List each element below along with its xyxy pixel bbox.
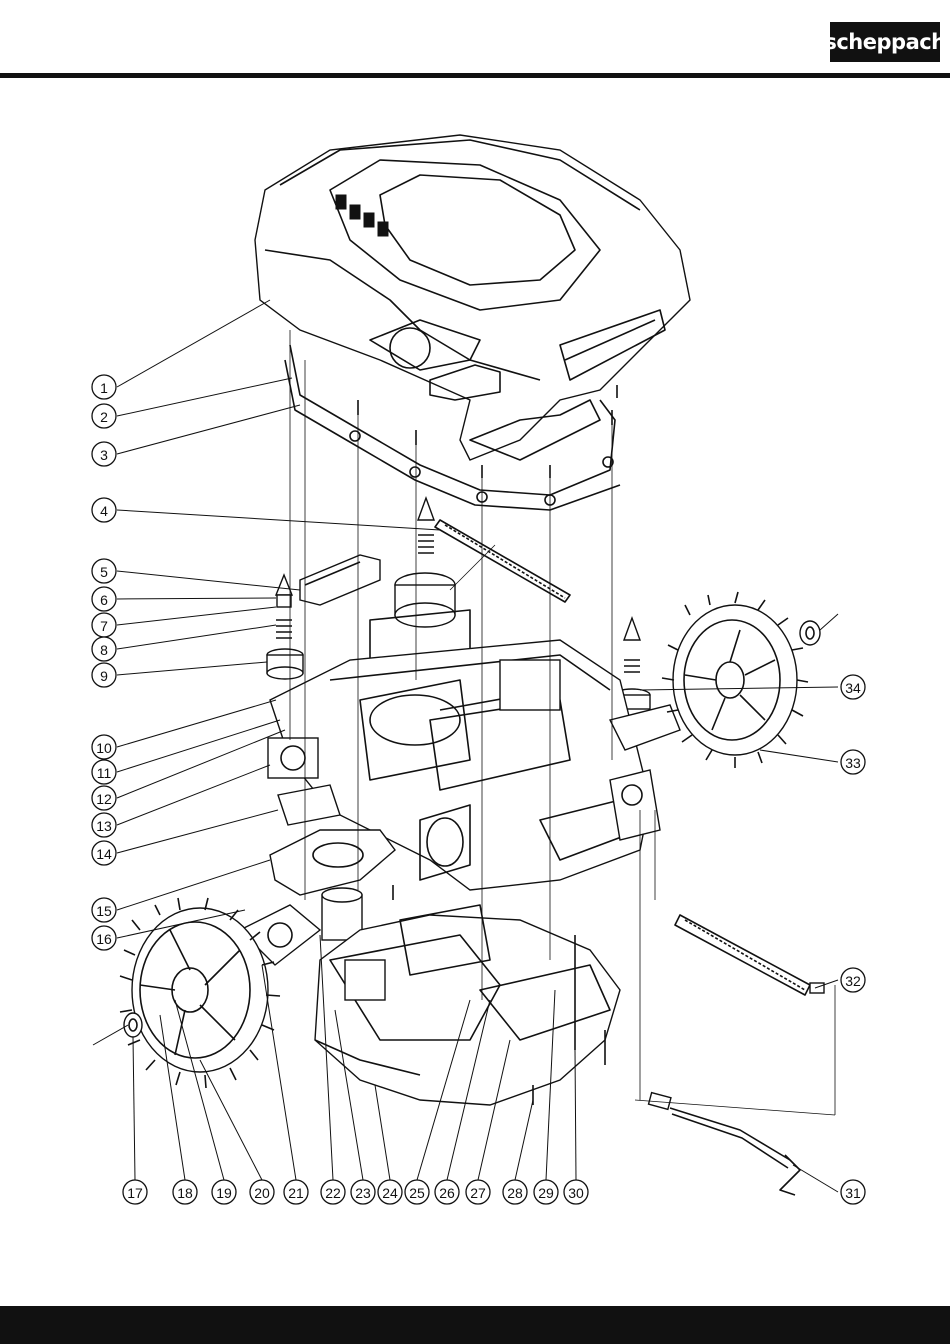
callout-number: 7 (100, 618, 108, 634)
right-contact-strip (675, 915, 824, 995)
callout-5: 5 (92, 559, 116, 583)
callout-number: 32 (845, 973, 861, 989)
callout-27: 27 (466, 1180, 490, 1204)
callout-14: 14 (92, 841, 116, 865)
motor-bracket-plate (270, 830, 395, 895)
callout-9: 9 (92, 663, 116, 687)
callout-24: 24 (378, 1180, 402, 1204)
callout-number: 25 (409, 1185, 425, 1201)
callout-18: 18 (173, 1180, 197, 1204)
callout-number: 5 (100, 564, 108, 580)
callout-12: 12 (92, 786, 116, 810)
callout-34: 34 (841, 675, 865, 699)
callout-number: 11 (97, 765, 112, 781)
charging-cable (649, 1093, 800, 1195)
callout-7: 7 (92, 613, 116, 637)
callout-1: 1 (92, 375, 116, 399)
callout-6: 6 (92, 587, 116, 611)
callout-13: 13 (92, 813, 116, 837)
callout-number: 6 (100, 592, 108, 608)
callout-28: 28 (503, 1180, 527, 1204)
callout-26: 26 (435, 1180, 459, 1204)
callout-22: 22 (321, 1180, 345, 1204)
callout-8: 8 (92, 637, 116, 661)
callout-17: 17 (123, 1180, 147, 1204)
callout-33: 33 (841, 750, 865, 774)
callout-number: 18 (177, 1185, 193, 1201)
callout-number: 9 (100, 668, 108, 684)
callout-number: 23 (355, 1185, 371, 1201)
callout-number: 2 (100, 409, 108, 425)
right-wheel-nut (800, 621, 820, 645)
callout-32: 32 (841, 968, 865, 992)
callout-number: 15 (96, 903, 112, 919)
callout-31: 31 (841, 1180, 865, 1204)
sensor-stack-center (418, 498, 434, 553)
callout-number: 24 (382, 1185, 398, 1201)
pcb-bracket (300, 555, 380, 605)
callout-number: 3 (100, 447, 108, 463)
sensor-stack-left (267, 575, 303, 679)
callout-number: 33 (845, 755, 861, 771)
left-wheel-nut (124, 1013, 142, 1037)
callout-number: 29 (538, 1185, 554, 1201)
callout-15: 15 (92, 898, 116, 922)
callout-number: 16 (96, 931, 112, 947)
callout-4: 4 (92, 498, 116, 522)
callout-23: 23 (351, 1180, 375, 1204)
callout-10: 10 (92, 735, 116, 759)
callout-number: 19 (216, 1185, 232, 1201)
callout-number: 10 (96, 740, 112, 756)
callout-number: 21 (288, 1185, 304, 1201)
gear-hub (370, 573, 470, 660)
callout-number: 17 (127, 1185, 143, 1201)
callout-number: 4 (100, 503, 108, 519)
callout-number: 12 (96, 791, 112, 807)
callout-25: 25 (405, 1180, 429, 1204)
callout-20: 20 (250, 1180, 274, 1204)
top-cover (255, 135, 690, 460)
callout-number: 30 (568, 1185, 584, 1201)
right-wheel (662, 592, 808, 768)
callout-number: 22 (325, 1185, 341, 1201)
callout-number: 34 (845, 680, 861, 696)
callout-number: 27 (470, 1185, 486, 1201)
callout-number: 31 (845, 1185, 861, 1201)
callout-19: 19 (212, 1180, 236, 1204)
callout-number: 13 (96, 818, 112, 834)
callout-number: 14 (96, 846, 112, 862)
callout-number: 1 (100, 380, 108, 396)
callout-number: 20 (254, 1185, 270, 1201)
callout-11: 11 (92, 760, 116, 784)
callout-30: 30 (564, 1180, 588, 1204)
callout-number: 8 (100, 642, 108, 658)
callout-number: 28 (507, 1185, 523, 1201)
callout-3: 3 (92, 442, 116, 466)
callout-29: 29 (534, 1180, 558, 1204)
callout-16: 16 (92, 926, 116, 950)
callout-21: 21 (284, 1180, 308, 1204)
callout-number: 26 (439, 1185, 455, 1201)
callout-2: 2 (92, 404, 116, 428)
